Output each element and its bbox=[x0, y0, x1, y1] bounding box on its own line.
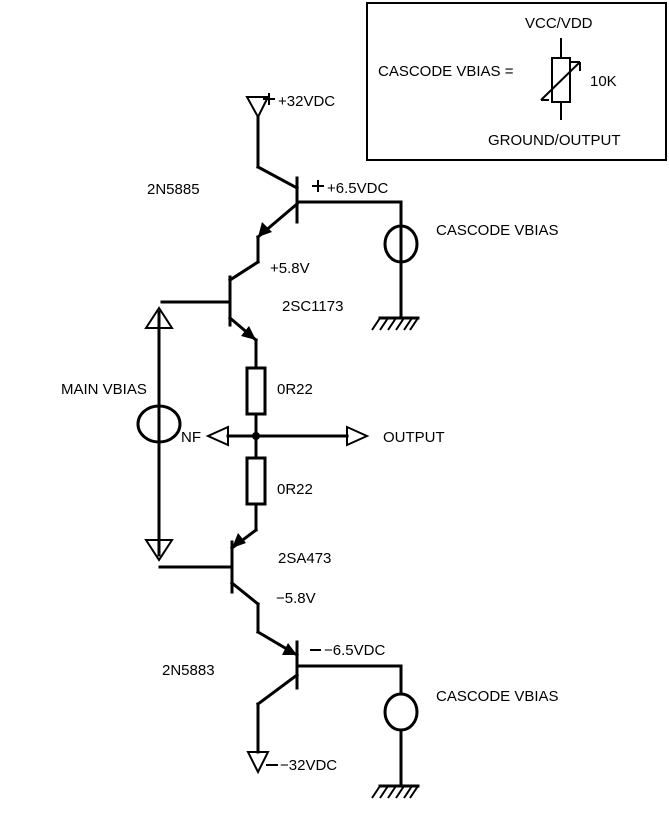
q4-label: 2N5883 bbox=[162, 662, 215, 679]
main-vbias-label: MAIN VBIAS bbox=[61, 381, 147, 398]
r1-label: 0R22 bbox=[277, 381, 313, 398]
r2-label: 0R22 bbox=[277, 481, 313, 498]
legend-box: CASCODE VBIAS = VCC/VDD 10K GROUND/OUTPU… bbox=[366, 2, 667, 161]
main-vbias: MAIN VBIAS bbox=[61, 306, 182, 562]
q4-emitter-arrow-icon bbox=[282, 643, 297, 655]
transistor-q3: 2SA473 −5.8V bbox=[158, 527, 331, 634]
top-cascode-branch: +6.5VDC CASCODE VBIAS bbox=[295, 180, 559, 331]
negative-supply-label: −32VDC bbox=[280, 757, 337, 774]
bottom-cascode-source-icon bbox=[383, 692, 419, 732]
bottom-cascode-branch: CASCODE VBIAS bbox=[295, 664, 559, 799]
q3-label: 2SA473 bbox=[278, 550, 331, 567]
top-ground-icon bbox=[371, 317, 419, 331]
vbias-up-arrow-icon bbox=[144, 306, 174, 329]
supply-arrow-icon bbox=[245, 96, 270, 120]
positive-supply-label: +32VDC bbox=[278, 93, 335, 110]
negative-supply: −32VDC bbox=[246, 751, 337, 775]
neg-supply-arrow-icon bbox=[246, 751, 270, 775]
bottom-ground-icon bbox=[371, 785, 419, 799]
q3-emitter-voltage: −5.8V bbox=[276, 590, 316, 607]
main-vbias-source-icon bbox=[136, 404, 182, 444]
positive-supply: +32VDC bbox=[245, 93, 335, 169]
output-label: OUTPUT bbox=[383, 429, 445, 446]
transistor-q4: −6.5VDC 2N5883 bbox=[162, 629, 385, 754]
transistor-q2: +5.8V 2SC1173 bbox=[160, 235, 343, 343]
bottom-cascode-label: CASCODE VBIAS bbox=[436, 688, 559, 705]
potentiometer-symbol bbox=[540, 38, 581, 120]
legend-value: 10K bbox=[590, 73, 617, 90]
top-cascode-label: CASCODE VBIAS bbox=[436, 222, 559, 239]
q3-emitter-arrow-icon bbox=[232, 533, 246, 548]
resistor-r2 bbox=[245, 456, 267, 506]
q1-label: 2N5885 bbox=[147, 181, 200, 198]
q2-label: 2SC1173 bbox=[282, 298, 343, 315]
transistor-q1: 2N5885 bbox=[147, 164, 300, 240]
nf-arrow-icon bbox=[205, 425, 229, 447]
legend-frame bbox=[366, 2, 667, 161]
q2-emitter-voltage: +5.8V bbox=[270, 260, 310, 277]
resistor-r1 bbox=[245, 366, 267, 416]
legend-bottom-label: GROUND/OUTPUT bbox=[488, 132, 621, 149]
output-stage: 0R22 0R22 NF OUTPUT bbox=[181, 338, 445, 532]
output-arrow-icon bbox=[346, 425, 370, 447]
vbias-down-arrow-icon bbox=[144, 539, 174, 562]
q1-base-voltage: +6.5VDC bbox=[327, 180, 388, 197]
legend-top-label: VCC/VDD bbox=[525, 15, 593, 32]
q4-base-voltage: −6.5VDC bbox=[324, 642, 385, 659]
nf-label: NF bbox=[181, 429, 201, 446]
q1-emitter-arrow-icon bbox=[258, 222, 272, 237]
q2-emitter-arrow-icon bbox=[241, 326, 256, 340]
legend-title: CASCODE VBIAS = bbox=[378, 63, 514, 80]
